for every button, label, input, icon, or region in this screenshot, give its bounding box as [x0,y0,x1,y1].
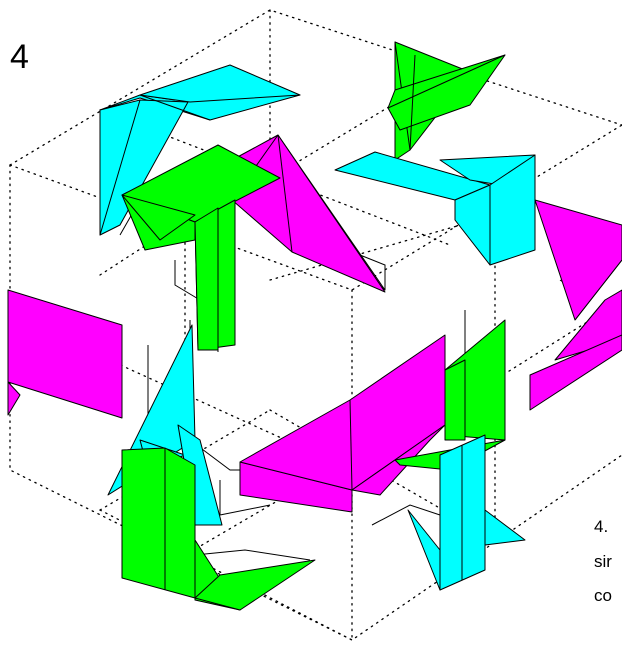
hidden-edge-bottom-left [194,549,311,561]
cyan-left-panel-inner [99,99,189,236]
magenta-right-panel-a [534,199,622,321]
hidden-edge-bottom-center [219,480,271,516]
cyan-br-fin [484,509,526,546]
green-bl-slab [194,559,316,611]
green-back-triangle [121,194,196,241]
magenta-piece-far-right [529,199,622,411]
magenta-bottom-crease [349,399,353,491]
wireframe-outer-bottom [9,164,622,641]
green-slab-bottom [387,54,506,131]
magenta-left-lip [7,381,21,416]
magenta-left-panel [7,289,123,419]
cyan-piece-bottom-right [407,434,526,591]
cyan-piece-top-left [99,64,301,236]
cyan-crease [139,94,211,121]
wireframe-mid-line-c [99,164,271,276]
cyan-piece-right [334,151,536,266]
magenta-center-crease [277,134,293,253]
magenta-piece-bottom-center [239,334,446,513]
hidden-edge-bottom-right [371,504,441,526]
cyan-br-triangle [407,509,441,591]
green-cr-left [444,359,466,441]
green-bl-tall [121,447,196,599]
green-piece-top-right [387,41,506,161]
green-piece-top-center [121,144,281,352]
cyan-top-band [139,64,301,103]
caption-line-3: co [594,586,612,605]
magenta-right-bar [529,334,622,411]
magenta-right-crease [574,259,622,321]
green-piece-bottom-left [121,447,316,611]
caption-line-2: sir [594,552,612,571]
green-top-right-crease [409,54,416,151]
green-front-right [194,207,219,351]
caption-line-1: 4. [594,517,609,536]
figure-number: 4 [10,38,29,76]
magenta-piece-far-left [7,289,123,419]
wireframe-mid-line-d [269,214,496,281]
hidden-edge-center-right [359,254,386,290]
